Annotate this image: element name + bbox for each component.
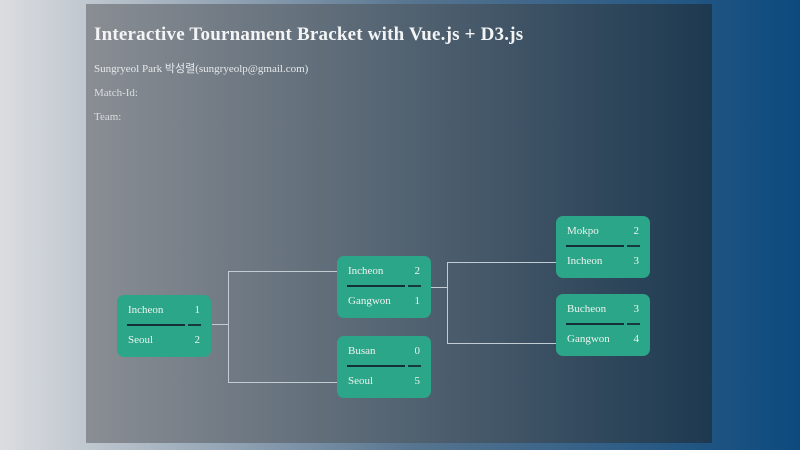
team-score: 3 [633,255,640,267]
match-divider [347,365,421,367]
team-row[interactable]: Busan 0 [337,336,431,366]
team-name: Gangwon [348,295,391,307]
bracket-connector [447,262,448,344]
match-divider [566,245,640,247]
team-score: 4 [633,333,640,345]
match-box-semifinal-bottom[interactable]: Busan 0 Seoul 5 [337,336,431,398]
bracket-connector [431,287,448,288]
bracket-connector [228,271,337,272]
team-score: 1 [194,304,201,316]
team-row[interactable]: Gangwon 1 [337,286,431,316]
team-score: 3 [633,303,640,315]
bracket-canvas: Incheon 1 Seoul 2 Incheon 2 Gangwon 1 [86,4,712,443]
app-panel: Interactive Tournament Bracket with Vue.… [86,4,712,443]
match-id-row: Match-Id: [94,87,702,100]
author-line: Sungryeol Park 박성렬(sungryeolp@gmail.com) [94,62,309,75]
match-divider [127,324,201,326]
bracket-connector [447,343,556,344]
bracket-connector [212,324,229,325]
team-name: Incheon [128,304,164,316]
team-name: Seoul [128,334,154,346]
team-score: 1 [414,295,421,307]
team-score: 2 [194,334,201,346]
header: Interactive Tournament Bracket with Vue.… [86,4,712,124]
team-name: Bucheon [567,303,607,315]
match-divider [566,323,640,325]
page-title: Interactive Tournament Bracket with Vue.… [94,24,524,45]
team-row[interactable]: Gangwon 4 [556,324,650,354]
team-score: 2 [633,225,640,237]
team-name: Incheon [348,265,384,277]
team-row[interactable]: Bucheon 3 [556,294,650,324]
team-row-label: Team: [94,111,702,124]
team-score: 5 [414,375,421,387]
team-row[interactable]: Incheon 1 [117,295,211,325]
team-row[interactable]: Seoul 5 [337,366,431,396]
team-row[interactable]: Incheon 2 [337,256,431,286]
match-box-quarterfinal-bottom[interactable]: Bucheon 3 Gangwon 4 [556,294,650,356]
bracket-connector [228,271,229,383]
match-box-semifinal-top[interactable]: Incheon 2 Gangwon 1 [337,256,431,318]
team-name: Mokpo [567,225,599,237]
team-row[interactable]: Mokpo 2 [556,216,650,246]
bracket-connector [228,382,337,383]
team-name: Seoul [348,375,374,387]
team-name: Incheon [567,255,603,267]
team-score: 2 [414,265,421,277]
team-score: 0 [414,345,421,357]
team-name: Busan [348,345,376,357]
bracket-connector [447,262,556,263]
team-row[interactable]: Incheon 3 [556,246,650,276]
match-box-final[interactable]: Incheon 1 Seoul 2 [117,295,211,357]
team-name: Gangwon [567,333,610,345]
match-divider [347,285,421,287]
team-label: Team: [94,111,122,124]
match-box-quarterfinal-top[interactable]: Mokpo 2 Incheon 3 [556,216,650,278]
team-row[interactable]: Seoul 2 [117,325,211,355]
match-id-label: Match-Id: [94,86,138,99]
